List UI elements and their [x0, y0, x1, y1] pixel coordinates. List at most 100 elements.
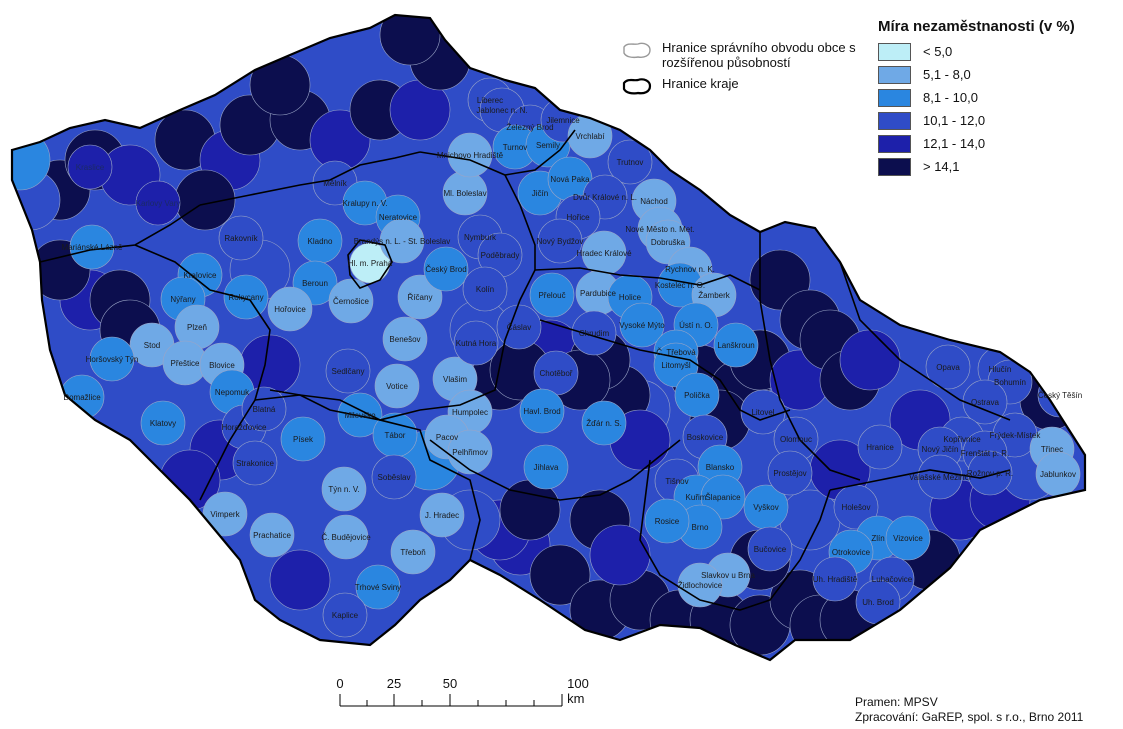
region-boundary-legend-item: Hranice kraje — [620, 76, 880, 97]
district-label: Rožnov p. R. — [967, 469, 1013, 478]
district-label: Vizovice — [893, 534, 923, 543]
boundary-legend: Hranice správního obvodu obce s rozšířen… — [620, 40, 880, 103]
scale-label-50: 50 — [442, 676, 458, 691]
district-label: Olomouc — [780, 435, 812, 444]
district-fill — [218, 215, 264, 261]
district-label: Brno — [692, 523, 709, 532]
district-label: Žamberk — [698, 291, 731, 300]
district-label: Jablunkov — [1040, 470, 1076, 479]
district-label: Rosice — [655, 517, 680, 526]
district-fill — [677, 562, 723, 608]
district-label: Litovel — [751, 408, 774, 417]
district-fill — [322, 592, 368, 638]
district-fill — [371, 454, 417, 500]
district-fill — [67, 144, 113, 190]
district-fill — [700, 474, 746, 520]
region-border-zlinsky — [829, 469, 1011, 491]
district-label: Bučovice — [754, 545, 787, 554]
district-fill — [379, 218, 425, 264]
region-border-pardubicky — [539, 319, 791, 421]
district-label: Zlín — [871, 534, 884, 543]
district-label: Opava — [936, 363, 960, 372]
region-boundary-icon — [622, 78, 652, 95]
district-label: Brandýs n. L. - St. Boleslav — [354, 237, 451, 246]
district-label: Karlovy Vary — [136, 199, 181, 208]
district-label: Hranice — [866, 443, 894, 452]
district-label: Náchod — [640, 197, 668, 206]
district-label: Hořovice — [274, 305, 306, 314]
district-label: Třeboň — [400, 548, 425, 557]
district-label: Kralupy n. V. — [342, 199, 387, 208]
district-label: Kostelec n. O. — [655, 281, 705, 290]
region-border-plzensky — [134, 244, 271, 501]
district-fill — [447, 429, 493, 475]
district-label: Žďár n. S. — [586, 419, 622, 428]
district-label: Mnichovo Hradiště — [437, 151, 504, 160]
district-label: Mariánské Lázně — [62, 243, 123, 252]
legend-title: Míra nezaměstnanosti (v %) — [878, 18, 1075, 35]
district-fill — [325, 348, 371, 394]
district-fill — [839, 329, 901, 391]
district-label: Slavkov u Brna — [701, 571, 755, 580]
district-fill — [423, 246, 469, 292]
district-label: Jilemnice — [546, 116, 580, 125]
district-label: Semily — [536, 141, 560, 150]
district-label: Nová Paka — [550, 175, 590, 184]
district-fill — [523, 444, 569, 490]
region-border-ustecky — [199, 151, 421, 206]
district-label: Trutnov — [617, 158, 644, 167]
district-fill — [619, 302, 665, 348]
district-fill — [269, 549, 331, 611]
region-border-olomoucky — [759, 232, 861, 481]
legend-swatch — [878, 65, 911, 84]
district-fill — [529, 544, 591, 606]
district-label: Jablonec n. N. — [476, 106, 527, 115]
district-fill — [397, 274, 443, 320]
district-label: Vlašim — [443, 375, 467, 384]
district-label: Nové Město n. Met. — [625, 225, 694, 234]
legend-label: 10,1 - 12,0 — [923, 113, 986, 128]
district-label: Turnov — [503, 143, 528, 152]
district-label: Chotěboř — [540, 369, 573, 378]
district-label: Ml. Boleslav — [443, 189, 486, 198]
district-label: Trhové Sviny — [355, 583, 401, 592]
scale-bar: 0 25 50 100 km — [330, 676, 590, 716]
district-fill — [607, 139, 653, 185]
region-boundary-label: Hranice kraje — [662, 76, 739, 91]
district-label: Neratovice — [379, 213, 418, 222]
district-label: Český Brod — [425, 265, 466, 274]
district-label: Uh. Hradiště — [813, 575, 858, 584]
legend-item: 12,1 - 14,0 — [878, 133, 1118, 154]
legend-swatch — [878, 134, 911, 153]
district-label: Ostrava — [971, 398, 1000, 407]
district-label: Třinec — [1041, 445, 1063, 454]
district-label: Poděbrady — [481, 251, 520, 260]
district-fill — [232, 440, 278, 486]
orp-boundary-label: Hranice správního obvodu obce s rozšířen… — [662, 40, 856, 70]
district-label: Nýřany — [170, 295, 195, 304]
district-label: Horažďovice — [222, 423, 267, 432]
district-label: Pacov — [436, 433, 458, 442]
source-note: Pramen: MPSV Zpracování: GaREP, spol. s … — [855, 695, 1083, 725]
district-label: Hl. m. Praha — [348, 259, 393, 268]
legend-label: > 14,1 — [923, 159, 960, 174]
district-label: Lanškroun — [717, 341, 754, 350]
district-fill — [589, 524, 651, 586]
region-border-vysocina — [429, 439, 681, 501]
legend-item: 10,1 - 12,0 — [878, 110, 1118, 131]
district-fill — [267, 286, 313, 332]
source-line-2: Zpracování: GaREP, spol. s r.o., Brno 20… — [855, 710, 1084, 724]
district-label: Železný Brod — [506, 123, 553, 132]
district-label: Český Těšín — [1038, 391, 1082, 400]
region-border-liberecky — [419, 129, 576, 176]
district-label: Dobruška — [651, 238, 686, 247]
district-fill — [747, 526, 793, 572]
district-fill — [644, 498, 690, 544]
district-fill — [140, 400, 186, 446]
district-fill — [135, 180, 181, 226]
district-fill — [713, 322, 759, 368]
district-label: Rokycany — [228, 293, 263, 302]
district-fill — [529, 272, 575, 318]
district-label: Písek — [293, 435, 314, 444]
district-label: Liberec — [477, 96, 503, 105]
